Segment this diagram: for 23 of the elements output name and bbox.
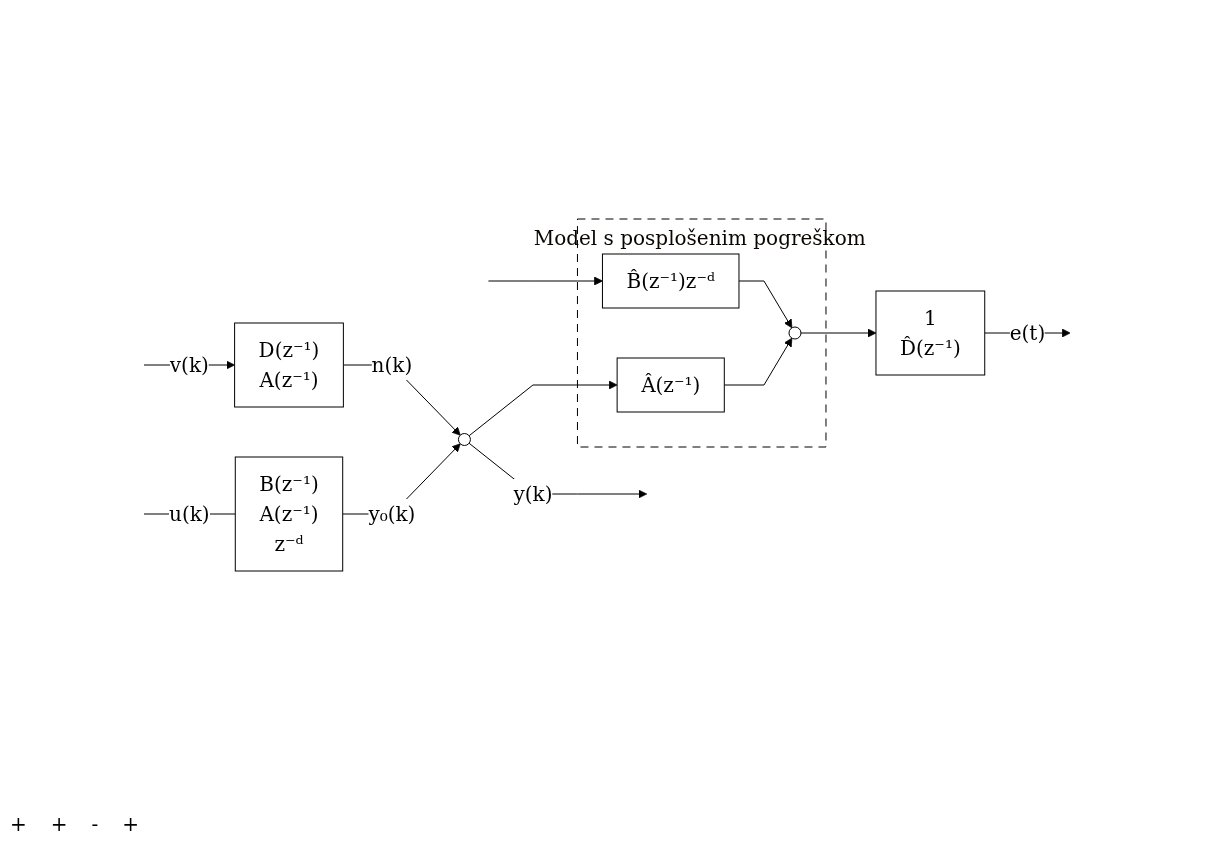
node-circle xyxy=(457,433,471,446)
edge-label: u(k) xyxy=(168,502,210,526)
edge-label: e(t) xyxy=(1009,321,1046,345)
node-circle xyxy=(788,326,802,340)
node-box: B̂(z⁻¹)z⁻ᵈ xyxy=(601,253,740,309)
node-label: Model s posplošenim pogreškom xyxy=(533,226,866,250)
sign-label: + xyxy=(122,812,140,836)
node-box: B(z⁻¹) A(z⁻¹) z⁻ᵈ xyxy=(234,456,344,572)
edge-label: y₀(k) xyxy=(368,502,416,526)
edge-label: v(k) xyxy=(169,353,209,377)
edge-label: n(k) xyxy=(371,353,413,377)
sign-label: + xyxy=(10,812,27,836)
sign-label: + xyxy=(50,812,68,836)
arrow xyxy=(723,337,793,386)
sign-label: - xyxy=(91,812,99,836)
node-box: D(z⁻¹) A(z⁻¹) xyxy=(234,322,344,408)
arrow xyxy=(468,380,618,437)
node-box: 1 D̂(z⁻¹) xyxy=(875,290,986,376)
edge-label: y(k) xyxy=(513,482,553,506)
arrow xyxy=(800,328,877,338)
arrow xyxy=(738,280,793,329)
node-box: Â(z⁻¹) xyxy=(616,357,725,413)
arrow xyxy=(487,276,603,286)
